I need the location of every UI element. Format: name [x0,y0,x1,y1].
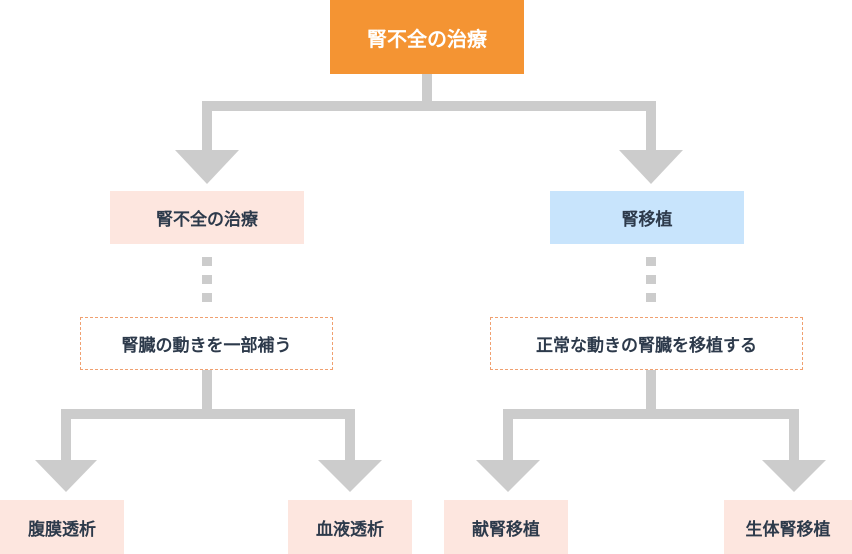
root-label: 腎不全の治療 [367,26,487,51]
arrow-down-icon [619,150,683,184]
left-lower-bar [61,409,355,419]
leaf-node: 生体腎移植 [724,500,852,554]
dot-connector [202,257,212,266]
arrow-down-icon [175,150,239,184]
leaf-node: 血液透析 [288,500,412,554]
arrow-down-icon [762,460,826,492]
right-category-label: 腎移植 [621,210,673,230]
left-leaf-line [61,409,71,465]
dot-connector [646,293,656,302]
right-branch-line [646,101,656,155]
arrow-down-icon [476,460,540,492]
arrow-down-icon [35,460,97,492]
arrow-down-icon [318,460,382,492]
leaf-label: 献腎移植 [472,519,540,540]
left-branch-line [202,101,212,155]
left-category-label: 腎不全の治療 [156,210,258,230]
dot-connector [202,275,212,284]
left-lower-stem [202,370,212,414]
right-description-label: 正常な動きの腎臓を移植する [536,336,757,356]
leaf-node: 献腎移植 [444,500,568,554]
leaf-label: 血液透析 [316,519,384,540]
right-category-node: 腎移植 [550,191,744,244]
right-lower-bar [503,409,799,419]
dot-connector [202,293,212,302]
leaf-node: 腹膜透析 [0,500,124,554]
top-horizontal-bar [202,101,656,111]
left-category-node: 腎不全の治療 [110,191,304,244]
left-description-node: 腎臓の動きを一部補う [80,317,333,370]
leaf-label: 生体腎移植 [745,519,831,540]
left-leaf-line [345,409,355,465]
left-description-label: 腎臓の動きを一部補う [121,336,292,356]
root-node: 腎不全の治療 [330,0,524,74]
root-stem [422,74,432,106]
right-description-node: 正常な動きの腎臓を移植する [490,317,803,370]
dot-connector [646,257,656,266]
right-lower-stem [646,370,656,414]
leaf-label: 腹膜透析 [28,519,96,540]
right-leaf-line [789,409,799,465]
dot-connector [646,275,656,284]
right-leaf-line [503,409,513,465]
